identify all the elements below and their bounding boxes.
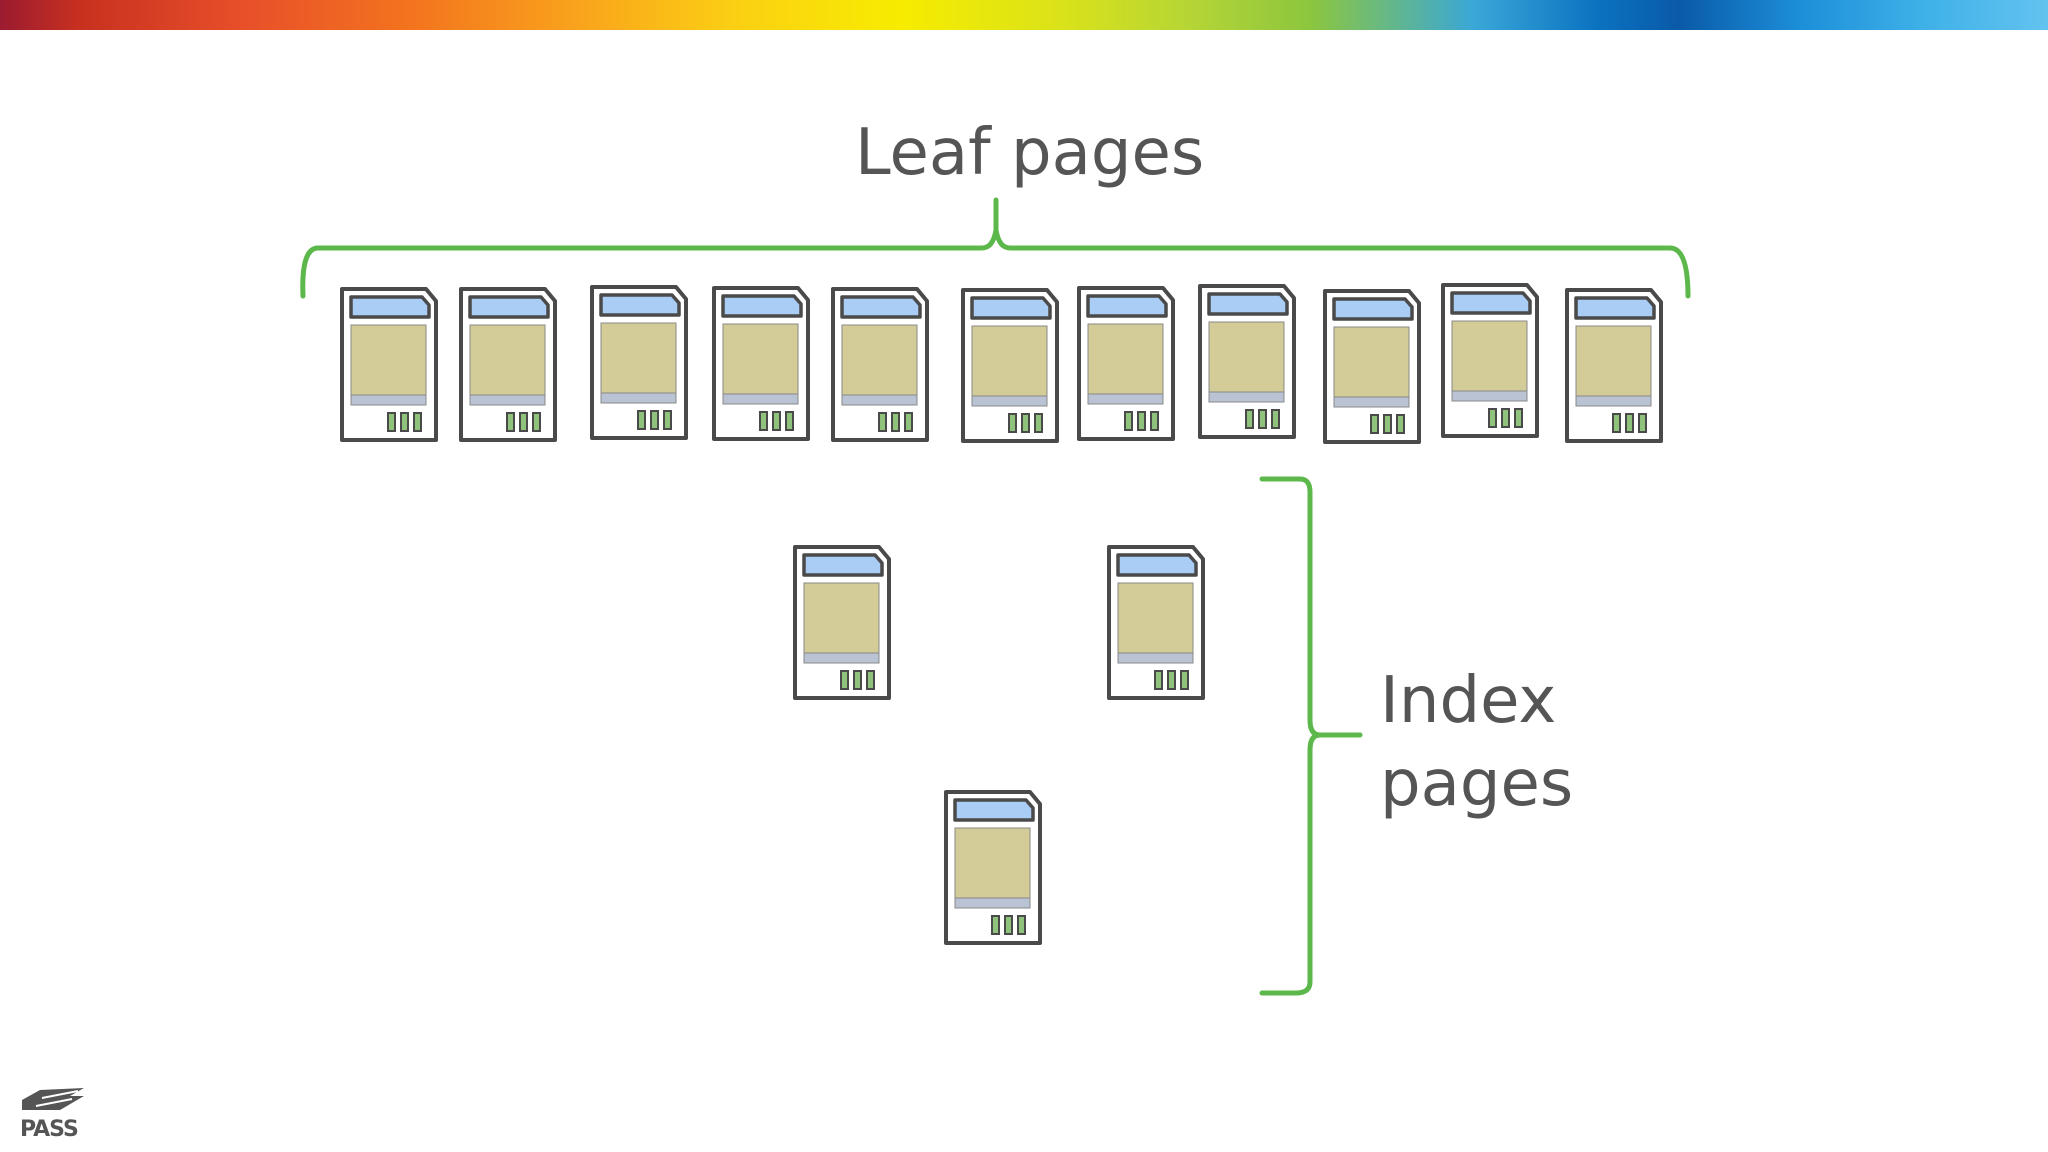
leaf-page-icon <box>1323 289 1421 444</box>
pass-logo-mark <box>22 1088 84 1110</box>
index-pages-brace <box>1259 476 1363 996</box>
leaf-page-icon <box>340 287 438 442</box>
leaf-page-icon <box>961 288 1059 443</box>
leaf-pages-brace <box>300 197 1691 299</box>
index-pages-title-line2: pages <box>1380 747 1574 821</box>
leaf-page-icon <box>712 286 810 441</box>
pass-logo: PASS <box>20 1086 90 1142</box>
leaf-pages-title: Leaf pages <box>855 116 1205 190</box>
leaf-page-icon <box>590 285 688 440</box>
index-page-icon <box>793 545 891 700</box>
pass-logo-text: PASS <box>20 1117 79 1142</box>
index-page-icon <box>944 790 1042 945</box>
leaf-page-icon <box>1198 284 1296 439</box>
index-pages-title: Index pages <box>1380 660 1640 826</box>
top-color-banner <box>0 0 2048 30</box>
leaf-page-icon <box>1441 283 1539 438</box>
leaf-page-icon <box>831 287 929 442</box>
index-pages-title-line1: Index <box>1380 664 1557 738</box>
leaf-page-icon <box>1565 288 1663 443</box>
index-page-icon <box>1107 545 1205 700</box>
leaf-page-icon <box>1077 286 1175 441</box>
leaf-page-icon <box>459 287 557 442</box>
